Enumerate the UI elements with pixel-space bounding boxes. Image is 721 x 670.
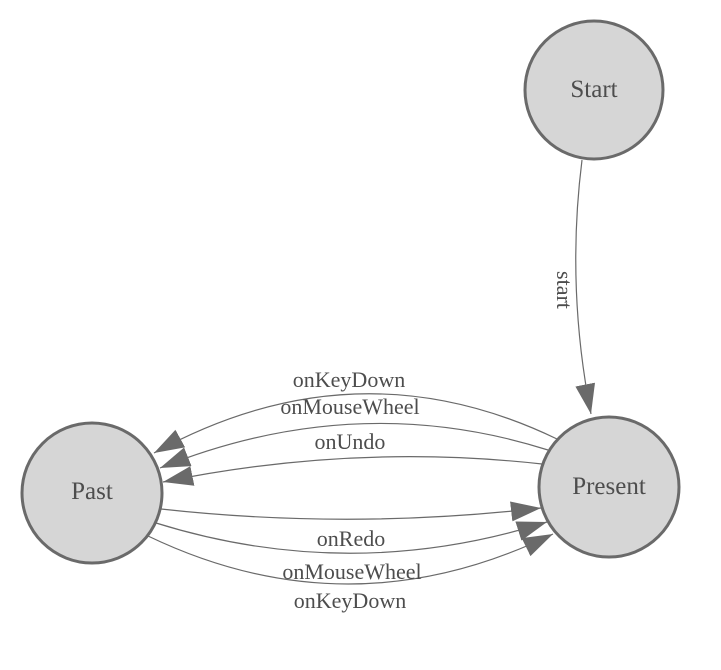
node-present: Present (537, 415, 681, 559)
edge-label-onmousewheel-top: onMouseWheel (280, 394, 419, 419)
node-past: Past (20, 421, 164, 565)
node-past-circle (20, 421, 164, 565)
edge-present-to-past-onkeydown (153, 393, 558, 454)
node-present-label: Present (572, 473, 646, 500)
node-start-circle (523, 19, 665, 161)
edge-past-to-present-onkeydown (147, 533, 554, 585)
edge-label-onkeydown-bottom: onKeyDown (294, 588, 406, 613)
edge-past-to-present-onredo (160, 501, 542, 522)
edge-label-onredo: onRedo (317, 526, 385, 551)
node-start-label: Start (570, 76, 617, 103)
node-start: Start (523, 19, 665, 161)
edge-past-to-present-onmousewheel (155, 521, 548, 554)
node-present-circle (537, 415, 681, 559)
edge-label-onkeydown-top: onKeyDown (293, 367, 405, 392)
edge-label-onmousewheel-bottom: onMouseWheel (282, 559, 421, 584)
edge-label-start: start (552, 271, 577, 309)
edge-present-to-past-onmousewheel (159, 422, 549, 469)
edge-start-to-present (575, 159, 596, 415)
edge-label-onundo: onUndo (315, 429, 386, 454)
edge-present-to-past-onundo (162, 456, 543, 486)
node-past-label: Past (71, 478, 113, 505)
